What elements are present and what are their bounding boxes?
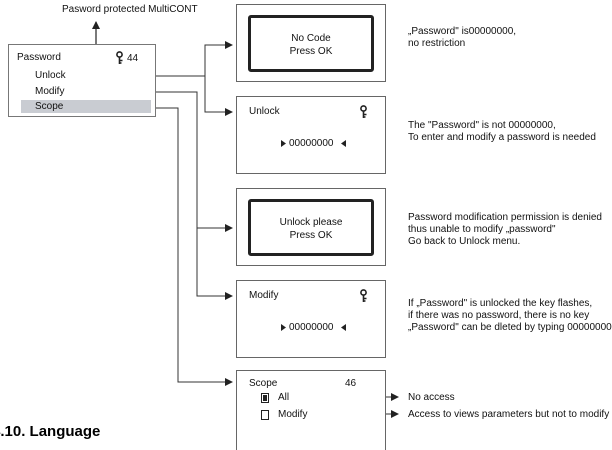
- note-modify-line1: If „Password" is unlocked the key flashe…: [408, 298, 593, 309]
- unlock-code-value[interactable]: 00000000: [289, 138, 334, 149]
- unlock-please-panel: Unlock please Press OK: [236, 188, 386, 266]
- password-menu-title: Password: [17, 52, 61, 63]
- scope-option-modify: Modify: [278, 409, 308, 420]
- modify-panel: Modify 00000000: [236, 280, 386, 358]
- password-menu-box: Password 44 Unlock Modify Scope: [8, 44, 156, 117]
- scope-panel-title: Scope: [249, 378, 278, 389]
- triangle-left-icon: [341, 324, 346, 331]
- note-unlock-line2: To enter and modify a password is needed: [408, 132, 596, 143]
- triangle-right-icon: [281, 140, 286, 147]
- no-code-message-frame: No Code Press OK: [248, 15, 374, 72]
- scope-panel-value: 46: [345, 378, 357, 389]
- scope-option-all: All: [278, 392, 290, 403]
- menu-item-unlock[interactable]: Unlock: [35, 70, 66, 81]
- key-icon: [360, 289, 367, 302]
- unlock-panel-title: Unlock: [249, 106, 280, 117]
- modify-code-value[interactable]: 00000000: [289, 322, 334, 333]
- checkbox-modify[interactable]: [261, 410, 269, 420]
- password-menu-value: 44: [127, 53, 139, 64]
- section-heading: 4.10. Language: [0, 423, 101, 440]
- menu-item-modify[interactable]: Modify: [35, 86, 65, 97]
- triangle-left-icon: [341, 140, 346, 147]
- unlock-please-line2: Press OK: [289, 230, 333, 241]
- checkbox-all[interactable]: [261, 393, 269, 403]
- scope-panel: Scope 46 All Modify: [236, 370, 386, 450]
- note-view-access: Access to views parameters but not to mo…: [408, 409, 610, 420]
- note-modify-line3: „Password" can be dleted by typing 00000…: [408, 322, 612, 333]
- note-denied-line1: Password modification permission is deni…: [408, 212, 602, 223]
- menu-item-scope[interactable]: Scope: [35, 101, 64, 112]
- unlock-please-line1: Unlock please: [279, 217, 343, 228]
- note-nocode-line1: „Password" is00000000,: [408, 26, 517, 37]
- unlock-please-message-frame: Unlock please Press OK: [248, 199, 374, 256]
- unlock-panel: Unlock 00000000: [236, 96, 386, 174]
- note-no-access: No access: [408, 392, 455, 403]
- no-code-line2: Press OK: [289, 46, 333, 57]
- menu-item-scope-highlight[interactable]: [21, 100, 151, 113]
- note-denied-line3: Go back to Unlock menu.: [408, 236, 521, 247]
- no-code-line1: No Code: [291, 33, 331, 44]
- key-icon: [360, 105, 367, 118]
- no-code-panel: No Code Press OK: [236, 4, 386, 82]
- triangle-right-icon: [281, 324, 286, 331]
- modify-panel-title: Modify: [249, 290, 279, 301]
- note-modify-line2: if there was no password, there is no ke…: [408, 310, 590, 321]
- note-unlock-line1: The "Password" is not 00000000,: [408, 120, 556, 131]
- key-icon: [116, 51, 123, 64]
- diagram-title: Pasword protected MultiCONT: [62, 4, 198, 15]
- note-nocode-line2: no restriction: [408, 38, 466, 49]
- note-denied-line2: thus unable to modify „password": [408, 224, 556, 235]
